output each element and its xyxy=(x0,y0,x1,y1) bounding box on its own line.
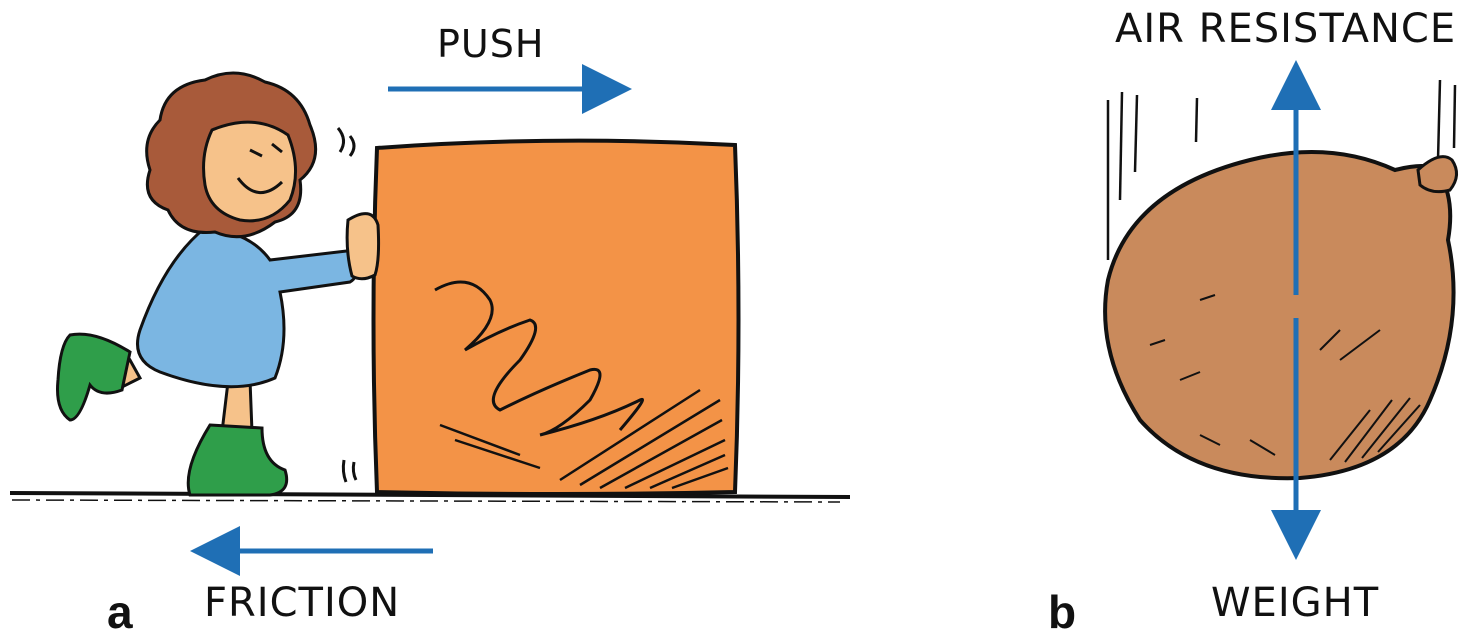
hand xyxy=(345,212,381,281)
panel-a-letter: a xyxy=(107,586,133,638)
sack-hatching xyxy=(1149,294,1421,463)
falling-lines xyxy=(1106,79,1457,260)
sack xyxy=(1103,150,1456,481)
right-boot xyxy=(186,423,289,497)
left-boot xyxy=(56,332,132,422)
panel-b-letter: b xyxy=(1048,586,1077,638)
box xyxy=(336,127,741,496)
panel-b xyxy=(1103,60,1458,560)
box-hatching xyxy=(439,388,729,490)
air-resistance-label: AIR RESISTANCE xyxy=(1115,6,1457,52)
dress xyxy=(136,226,360,389)
sack-knot xyxy=(1416,155,1458,194)
face xyxy=(202,120,298,223)
weight-label: WEIGHT xyxy=(1211,580,1380,626)
girl-pushing xyxy=(56,71,381,497)
panel-a xyxy=(9,64,851,576)
friction-label: FRICTION xyxy=(204,580,401,626)
motion-lines xyxy=(336,127,358,483)
push-label: PUSH xyxy=(437,22,545,66)
box-zigzag-scribble xyxy=(434,280,644,437)
